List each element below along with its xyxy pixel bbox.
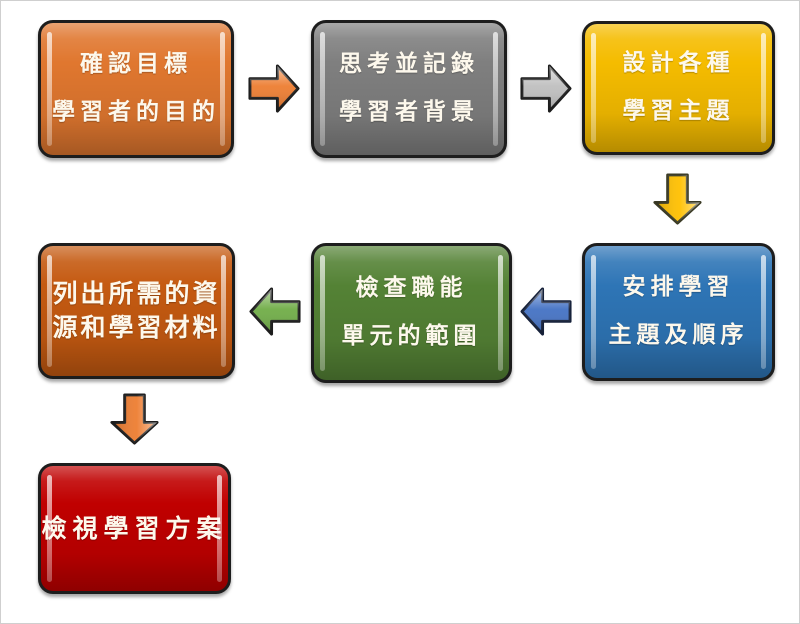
node-think-record-background: 思考並記錄 學習者背景: [311, 20, 507, 158]
node-text-line: 檢查職能: [355, 275, 468, 302]
node-check-competency-scope: 檢查職能 單元的範圍: [311, 243, 512, 383]
node-text-line: 列出所需的資: [52, 279, 221, 308]
arrow-left-step4-step5: [519, 284, 574, 339]
node-list-resources-materials: 列出所需的資 源和學習材料: [38, 243, 235, 379]
arrow-down-step3-step4: [650, 171, 705, 226]
node-design-topics: 設計各種 學習主題: [582, 21, 775, 155]
arrow-down-step6-step7: [107, 391, 162, 446]
node-text-line: 學習者的目的: [52, 99, 220, 125]
node-text-line: 單元的範圍: [341, 323, 482, 349]
node-confirm-goals: 確認目標 學習者的目的: [38, 20, 234, 158]
arrow-left-step5-step6: [248, 284, 303, 339]
node-arrange-topic-order: 安排學習 主題及順序: [582, 243, 775, 381]
node-text-line: 學習主題: [622, 98, 735, 124]
arrow-right-step2-step3: [518, 61, 573, 116]
node-text-line: 檢視學習方案: [41, 513, 228, 543]
node-text-line: 源和學習材料: [52, 313, 221, 342]
node-text-line: 設計各種: [622, 50, 735, 77]
arrow-right-step1-step2: [246, 61, 301, 116]
node-text-line: 學習者背景: [339, 99, 479, 125]
node-text-line: 確認目標: [80, 51, 192, 78]
node-text-line: 安排學習: [622, 274, 735, 301]
node-text-line: 主題及順序: [608, 322, 749, 348]
node-text-line: 思考並記錄: [339, 51, 479, 78]
node-review-learning-plan: 檢視學習方案: [38, 463, 231, 594]
